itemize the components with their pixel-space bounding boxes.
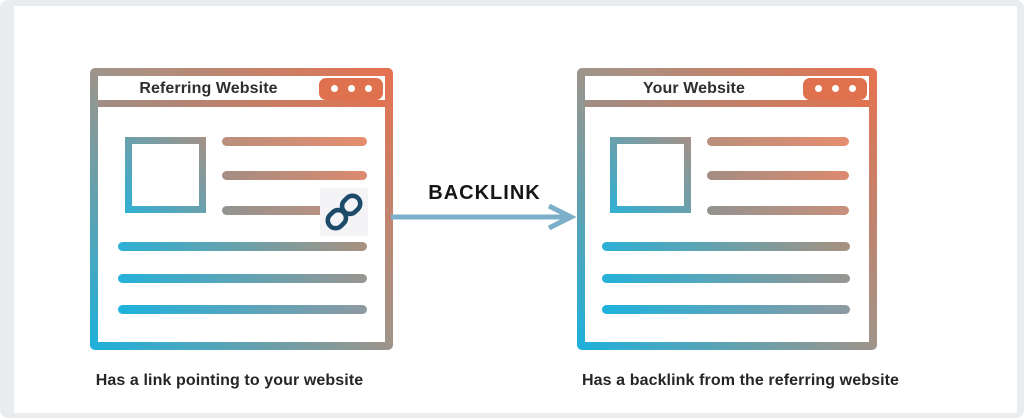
chain-link-icon <box>320 188 368 236</box>
titlebar-divider <box>98 100 385 107</box>
referring-website-caption: Has a link pointing to your website <box>95 372 364 389</box>
text-line-placeholder <box>222 171 367 180</box>
control-dot-icon <box>330 85 338 92</box>
referring-website-window: Referring Website <box>90 68 393 350</box>
text-line-placeholder <box>118 305 367 314</box>
text-line-placeholder <box>707 137 849 146</box>
referring-website-window-body: Referring Website <box>98 76 385 342</box>
text-line-placeholder <box>118 274 367 283</box>
text-line-placeholder <box>602 305 850 314</box>
image-placeholder <box>610 137 691 213</box>
backlink-arrow: BACKLINK <box>391 182 578 230</box>
your-website-title: Your Website <box>643 80 745 97</box>
image-placeholder-inner <box>132 144 199 206</box>
control-dot-icon <box>364 85 372 92</box>
your-website-window-body: Your Website <box>585 76 869 342</box>
window-dots-icon <box>803 77 867 100</box>
referring-website-content <box>98 107 385 342</box>
your-website-titlebar: Your Website <box>585 76 869 100</box>
your-website-window: Your Website <box>577 68 877 350</box>
control-dot-icon <box>848 85 856 92</box>
control-dot-icon <box>814 85 822 92</box>
text-line-placeholder <box>222 137 367 146</box>
your-website-caption: Has a backlink from the referring websit… <box>581 372 900 389</box>
image-placeholder-inner <box>617 144 684 206</box>
arrow-right-icon <box>391 204 577 230</box>
titlebar-divider <box>585 100 869 107</box>
text-line-placeholder <box>707 206 849 215</box>
control-dot-icon <box>347 85 355 92</box>
text-line-placeholder <box>222 206 367 215</box>
window-dots-icon <box>319 77 383 100</box>
control-dot-icon <box>831 85 839 92</box>
referring-website-title: Referring Website <box>139 80 278 97</box>
backlink-label: BACKLINK <box>428 182 541 204</box>
image-placeholder <box>125 137 206 213</box>
text-line-placeholder <box>602 242 850 251</box>
referring-website-titlebar: Referring Website <box>98 76 385 100</box>
text-line-placeholder <box>118 242 367 251</box>
text-line-placeholder <box>602 274 850 283</box>
text-line-placeholder <box>707 171 849 180</box>
your-website-content <box>585 107 869 342</box>
